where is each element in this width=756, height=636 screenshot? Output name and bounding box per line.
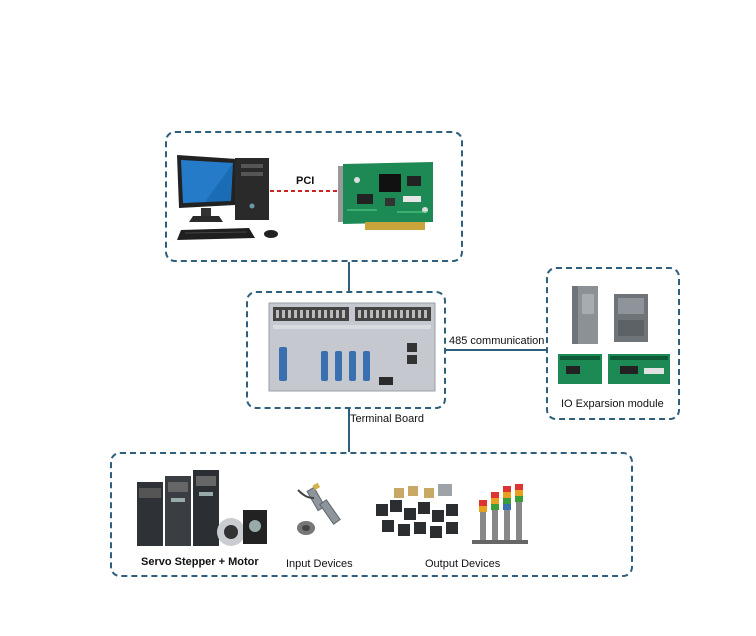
io-expansion-label: IO Exparsion module	[561, 398, 664, 410]
servo-drive-icon	[137, 470, 267, 546]
relay-and-tower-light-icon	[376, 484, 528, 544]
connector-line-top	[348, 262, 350, 291]
output-devices-label: Output Devices	[425, 558, 501, 570]
io-expansion-box	[546, 267, 680, 420]
pci-label: PCI	[296, 175, 315, 187]
io-module-icon	[558, 286, 670, 384]
pc-group-box	[165, 131, 463, 262]
devices-box	[110, 452, 633, 577]
comm-label: 485 communication	[448, 335, 546, 347]
pci-link-line	[270, 190, 340, 192]
terminal-board-box	[246, 291, 446, 409]
servo-label: Servo Stepper + Motor	[141, 556, 259, 568]
connector-line-bottom	[348, 409, 350, 452]
terminal-board-icon	[268, 302, 436, 392]
desktop-computer-icon	[177, 155, 278, 240]
input-devices-label: Input Devices	[286, 558, 353, 570]
proximity-sensor-icon	[297, 482, 341, 535]
pci-card-icon	[338, 162, 433, 230]
terminal-board-label: Terminal Board	[350, 413, 424, 425]
connector-line-485	[446, 349, 547, 351]
